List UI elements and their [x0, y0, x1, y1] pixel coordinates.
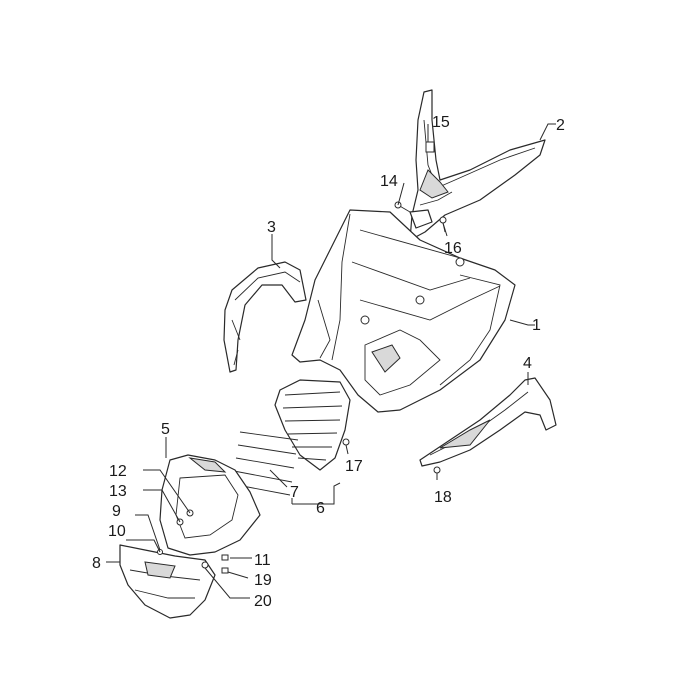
leader-lines [106, 123, 556, 599]
part-19-clip [221, 567, 229, 574]
callout-7: 7 [290, 484, 299, 501]
part-18-screw [433, 466, 441, 474]
callout-17: 17 [345, 458, 363, 475]
callout-4: 4 [523, 355, 532, 372]
part-1-front-shield [291, 209, 516, 413]
callout-5: 5 [161, 421, 170, 438]
callout-2: 2 [556, 117, 565, 134]
callout-10: 10 [108, 523, 126, 540]
part-14-screw [394, 201, 411, 213]
callout-8: 8 [92, 555, 101, 572]
callout-15: 15 [432, 114, 450, 131]
part-6-grille [274, 379, 351, 471]
callout-14: 14 [380, 173, 398, 190]
part-7-grille-slats [231, 431, 299, 496]
part-20-screw [201, 561, 209, 569]
part-17-screw [342, 438, 350, 446]
callout-9: 9 [112, 503, 121, 520]
callout-3: 3 [267, 219, 276, 236]
part-11-clip [221, 554, 229, 561]
part-2-upper-cover [409, 89, 546, 241]
callout-13: 13 [109, 483, 127, 500]
callout-12: 12 [109, 463, 127, 480]
part-3-left-trim [223, 261, 307, 373]
part-5-lower-panel [159, 454, 261, 556]
mount-bracket [409, 209, 433, 229]
part-8-lower-cover [119, 544, 216, 619]
part-15-nut [425, 141, 435, 153]
callout-6: 6 [316, 500, 325, 517]
part-4-right-trim [419, 377, 557, 467]
callout-1: 1 [532, 317, 541, 334]
callout-16: 16 [444, 240, 462, 257]
callout-19: 19 [254, 572, 272, 589]
callout-11: 11 [254, 552, 271, 569]
callout-20: 20 [254, 593, 272, 610]
callout-18: 18 [434, 489, 452, 506]
